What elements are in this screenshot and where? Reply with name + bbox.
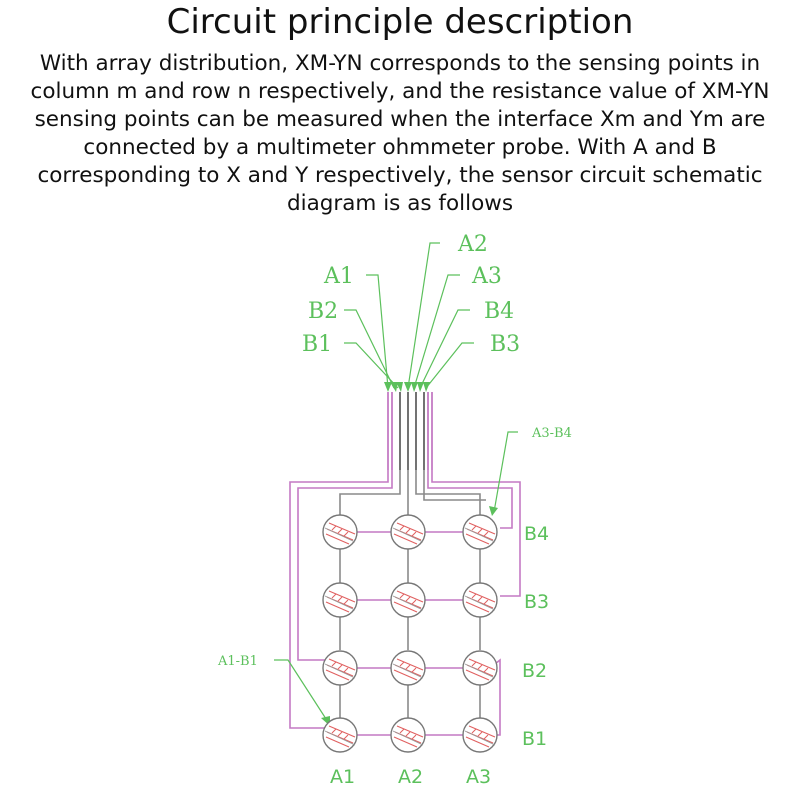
lead-lines bbox=[274, 242, 518, 723]
sensor-a1-b1 bbox=[322, 717, 358, 753]
row-label-b4: B4 bbox=[524, 523, 549, 545]
sensor-a3-b4 bbox=[462, 514, 498, 550]
lead-label-a1: A1 bbox=[323, 264, 354, 289]
sensor-a1-b3 bbox=[322, 582, 358, 618]
column-label-a1: A1 bbox=[330, 766, 355, 788]
row-labels: B4 B3 B2 B1 bbox=[522, 523, 549, 750]
column-label-a2: A2 bbox=[398, 766, 423, 788]
lead-labels: A1 B2 B1 A2 A3 B4 B3 bbox=[302, 232, 520, 357]
sensor-a3-b3 bbox=[462, 582, 498, 618]
sensor-a2-b4 bbox=[390, 514, 426, 550]
column-labels: A1 A2 A3 bbox=[330, 766, 491, 788]
column-label-a3: A3 bbox=[466, 766, 491, 788]
lead-label-b4: B4 bbox=[484, 299, 514, 324]
sensor-a2-b2 bbox=[390, 650, 426, 686]
wire-bundle bbox=[387, 392, 433, 470]
row-label-b1: B1 bbox=[522, 728, 547, 750]
description-text: With array distribution, XM-YN correspon… bbox=[30, 51, 770, 216]
sensor-a1-b4 bbox=[322, 514, 358, 550]
lead-label-b3: B3 bbox=[490, 332, 520, 357]
sensor-a2-b1 bbox=[390, 717, 426, 753]
lead-label-b1: B1 bbox=[302, 332, 332, 357]
lead-arrowheads bbox=[321, 382, 498, 726]
callout-a3-b4: A3-B4 bbox=[531, 426, 572, 441]
sensor-a3-b2 bbox=[462, 650, 498, 686]
sensor-a3-b1 bbox=[462, 717, 498, 753]
row-label-b2: B2 bbox=[522, 660, 547, 682]
sensor-grid bbox=[322, 514, 498, 753]
page-title: Circuit principle description bbox=[166, 2, 634, 42]
sensor-a1-b2 bbox=[322, 650, 358, 686]
lead-label-b2: B2 bbox=[308, 299, 338, 324]
callout-a1-b1: A1-B1 bbox=[217, 654, 258, 669]
lead-label-a3: A3 bbox=[471, 264, 502, 289]
row-label-b3: B3 bbox=[524, 591, 549, 613]
lead-label-a2: A2 bbox=[457, 232, 488, 257]
sensor-a2-b3 bbox=[390, 582, 426, 618]
callout-labels: A3-B4 A1-B1 bbox=[217, 426, 572, 669]
